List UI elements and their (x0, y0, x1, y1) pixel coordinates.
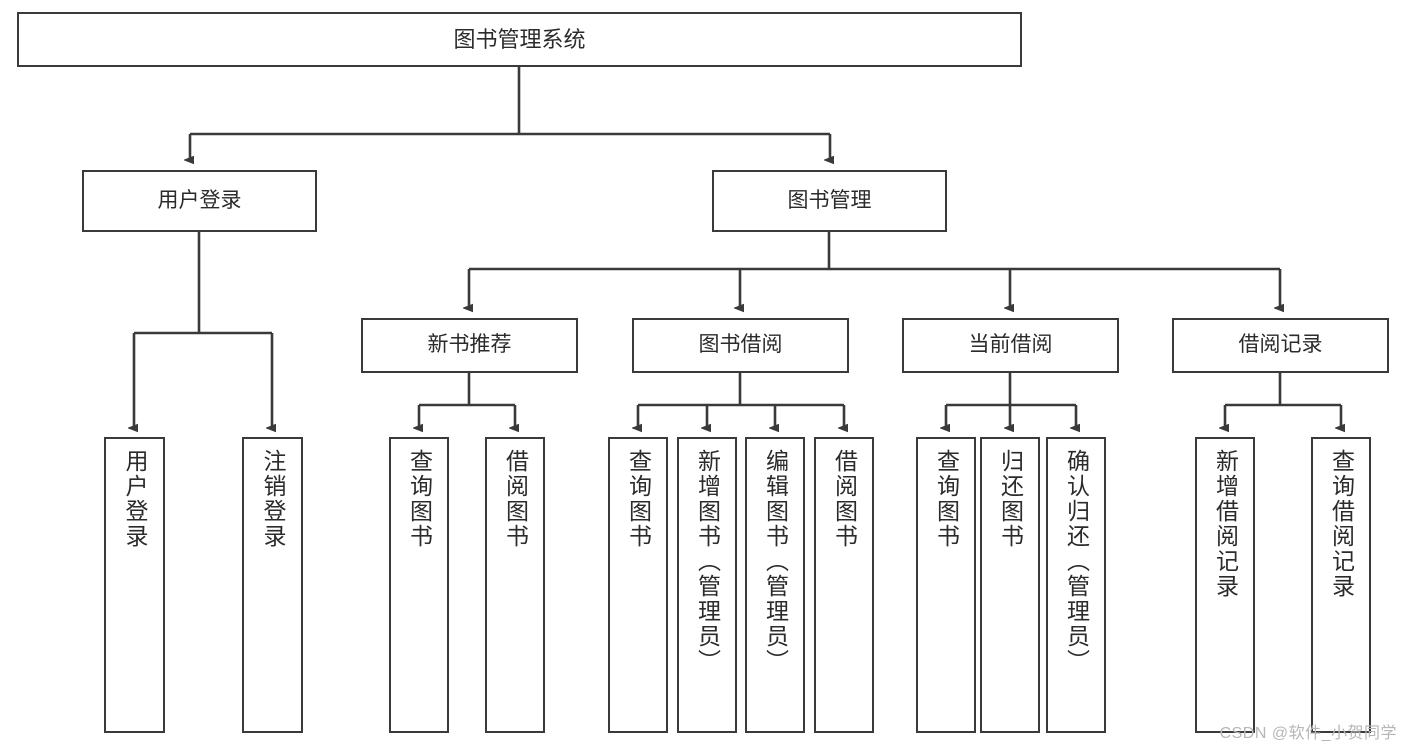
leaf-record-add-record[interactable]: 新增借阅记录 (1195, 437, 1255, 733)
leaf-current-confirm-return-admin[interactable]: 确认归还（管理员） (1046, 437, 1106, 733)
node-label: 归还图书 (997, 449, 1024, 549)
node-label: 当前借阅 (968, 333, 1053, 357)
node-label: 图书借阅 (698, 333, 783, 357)
leaf-borrow-edit-book-admin[interactable]: 编辑图书（管理员） (745, 437, 805, 733)
node-new-book-recommend[interactable]: 新书推荐 (361, 318, 578, 373)
node-label: 新书推荐 (427, 333, 512, 357)
node-label: 借阅图书 (831, 449, 858, 549)
leaf-borrow-query-book[interactable]: 查询图书 (608, 437, 668, 733)
node-label: 查询图书 (406, 449, 433, 549)
node-label: 借阅记录 (1238, 333, 1323, 357)
node-label: 注销登录 (260, 449, 286, 549)
node-label: 查询图书 (933, 449, 960, 549)
leaf-current-return-book[interactable]: 归还图书 (980, 437, 1040, 733)
node-label: 借阅图书 (502, 449, 529, 549)
node-user-login[interactable]: 用户登录 (82, 170, 317, 232)
node-root-system[interactable]: 图书管理系统 (17, 12, 1022, 67)
node-label: 查询图书 (625, 449, 652, 549)
node-label: 确认归还（管理员） (1063, 449, 1090, 674)
node-book-borrow[interactable]: 图书借阅 (632, 318, 849, 373)
node-label: 用户登录 (157, 188, 242, 212)
node-label: 新增借阅记录 (1212, 449, 1239, 599)
leaf-user-logout[interactable]: 注销登录 (242, 437, 303, 733)
node-book-management[interactable]: 图书管理 (712, 170, 947, 232)
node-label: 查询借阅记录 (1328, 449, 1355, 599)
leaf-newbook-borrow-book[interactable]: 借阅图书 (485, 437, 545, 733)
leaf-newbook-query-book[interactable]: 查询图书 (389, 437, 449, 733)
node-label: 编辑图书（管理员） (762, 449, 789, 674)
node-borrow-record[interactable]: 借阅记录 (1172, 318, 1389, 373)
leaf-current-query-book[interactable]: 查询图书 (916, 437, 976, 733)
node-label: 新增图书（管理员） (694, 449, 721, 674)
leaf-borrow-add-book-admin[interactable]: 新增图书（管理员） (677, 437, 737, 733)
leaf-record-query-record[interactable]: 查询借阅记录 (1311, 437, 1371, 733)
node-current-borrow[interactable]: 当前借阅 (902, 318, 1119, 373)
node-label: 图书管理 (787, 188, 872, 212)
watermark: CSDN @软件_小贺同学 (1219, 725, 1397, 742)
leaf-borrow-borrow-book[interactable]: 借阅图书 (814, 437, 874, 733)
leaf-user-login[interactable]: 用户登录 (104, 437, 165, 733)
node-label: 图书管理系统 (453, 26, 586, 52)
node-label: 用户登录 (122, 449, 148, 549)
